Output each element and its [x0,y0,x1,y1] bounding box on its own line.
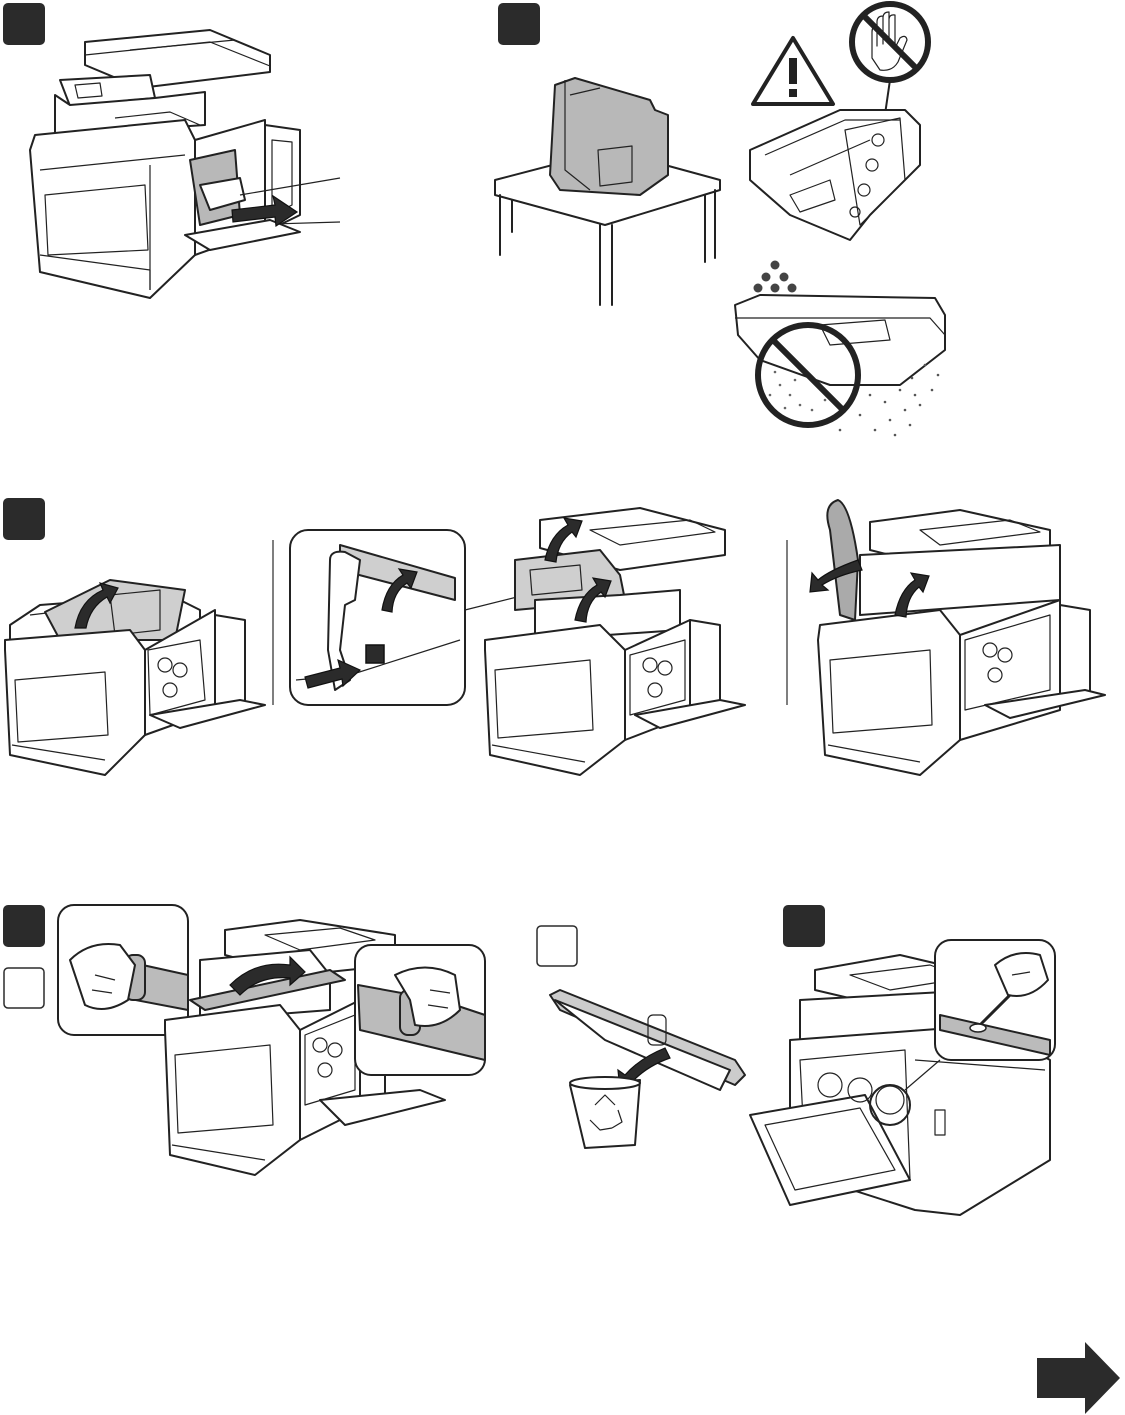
transfer-belt-disposal [550,990,745,1090]
step-3-panel [3,498,1105,775]
step-4-panel [3,905,485,1175]
inset-grip-left [58,905,188,1035]
step-4-badge [3,905,45,947]
printer-open-top-cover [5,580,265,775]
step-6-badge [783,905,825,947]
mfp-open-cover-side [810,500,1105,775]
waste-cartridge-underside [750,110,920,240]
inset-swab-cleaning [935,940,1055,1060]
step-2-panel [495,3,945,436]
step-1-badge [3,3,45,45]
step-5-badge [537,926,577,966]
step-3-badge [3,498,45,540]
step-4b-badge [4,968,44,1008]
step-6-panel [750,905,1055,1215]
table-with-cartridge [495,78,720,305]
step-2-badge [498,3,540,45]
inset-grip-right [355,945,485,1075]
step-5-panel [537,926,745,1148]
mfp-lift-scanner [485,508,745,775]
do-not-tilt-icon [735,295,945,436]
next-page-arrow-icon[interactable] [1037,1342,1120,1414]
step-1-panel [3,3,340,298]
recycle-bin-icon [570,1077,640,1148]
warning-triangle-icon [753,38,833,104]
toner-particles-icon [754,261,797,293]
printer-open-side-door [30,30,340,298]
